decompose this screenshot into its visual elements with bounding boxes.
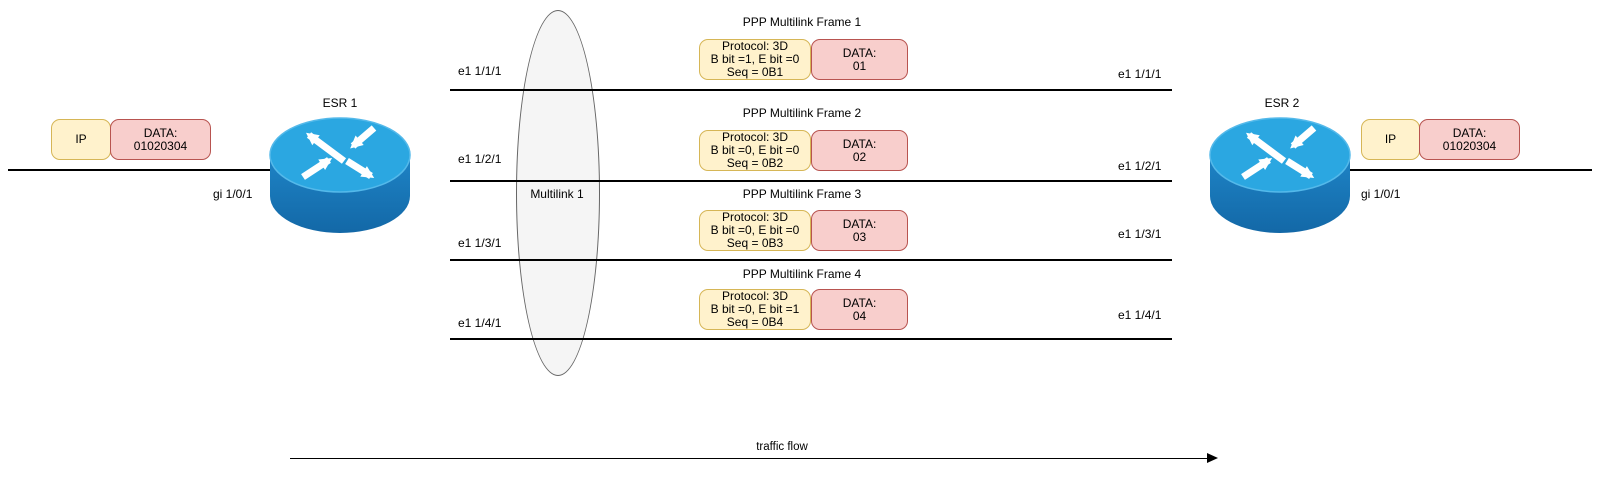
frame-1-data-value: 01 [852,58,867,73]
data-box-right: DATA: 01020304 [1419,119,1520,160]
gi-link-line-right [1350,169,1592,171]
frame-3-data-box: DATA: 03 [811,210,908,251]
esr1-router-icon [269,117,411,233]
frame-3-protocol-box: Protocol: 3D B bit =0, E bit =0 Seq = 0B… [699,210,811,251]
esr2-router-icon [1209,117,1351,233]
frame-2-protocol-box: Protocol: 3D B bit =0, E bit =0 Seq = 0B… [699,130,811,171]
frame-4-data-box: DATA: 04 [811,289,908,330]
frame-1-title: PPP Multilink Frame 1 [742,15,862,29]
multilink-label: Multilink 1 [530,187,584,201]
frame-1-data-box: DATA: 01 [811,39,908,80]
frame-2-data-value: 02 [852,149,867,164]
gi-interface-label-left: gi 1/0/1 [213,187,253,201]
frame-4-data-label: DATA: [842,295,877,310]
ip-box-right: IP [1361,119,1420,160]
frame-3-data-label: DATA: [842,216,877,231]
frame-4-title: PPP Multilink Frame 4 [742,267,862,281]
frame-2-protocol-line-3: Seq = 0B2 [726,156,784,170]
data-box-left: DATA: 01020304 [110,119,211,160]
port-label-right-3: e1 1/3/1 [1118,227,1162,241]
port-label-left-1: e1 1/1/1 [458,64,502,78]
port-label-left-3: e1 1/3/1 [458,236,502,250]
port-label-right-4: e1 1/4/1 [1118,308,1162,322]
ip-box-left: IP [51,119,111,160]
traffic-flow-label: traffic flow [756,441,808,453]
traffic-flow-arrow-line [290,458,1207,460]
frame-3-data-value: 03 [852,229,867,244]
ip-label-left: IP [75,132,87,146]
frame-4-data-value: 04 [852,308,867,323]
frame-4-protocol-line-3: Seq = 0B4 [726,315,784,329]
esr1-label: ESR 1 [322,96,358,110]
multilink-line-3 [450,259,1172,261]
frame-1-protocol-line-3: Seq = 0B1 [726,65,784,79]
frame-2-title: PPP Multilink Frame 2 [742,106,862,120]
frame-2-protocol-line-1: Protocol: 3D [721,130,789,144]
data-label-right: DATA: [1452,125,1487,140]
port-label-left-4: e1 1/4/1 [458,316,502,330]
gi-link-line-left [8,169,270,171]
data-value-right: 01020304 [1442,138,1497,153]
frame-2-protocol-line-2: B bit =0, E bit =0 [710,143,800,157]
frame-1-protocol-line-2: B bit =1, E bit =0 [710,52,800,66]
gi-interface-label-right: gi 1/0/1 [1361,187,1401,201]
frame-1-data-label: DATA: [842,45,877,60]
multilink-line-4 [450,338,1172,340]
traffic-flow-arrowhead-icon [1207,453,1218,463]
frame-4-protocol-line-2: B bit =0, E bit =1 [710,302,800,316]
esr2-label: ESR 2 [1264,96,1300,110]
frame-3-protocol-line-3: Seq = 0B3 [726,236,784,250]
port-label-right-1: e1 1/1/1 [1118,67,1162,81]
frame-2-data-label: DATA: [842,136,877,151]
port-label-left-2: e1 1/2/1 [458,152,502,166]
frame-1-protocol-box: Protocol: 3D B bit =1, E bit =0 Seq = 0B… [699,39,811,80]
frame-4-protocol-box: Protocol: 3D B bit =0, E bit =1 Seq = 0B… [699,289,811,330]
frame-3-protocol-line-1: Protocol: 3D [721,210,789,224]
frame-3-title: PPP Multilink Frame 3 [742,187,862,201]
frame-1-protocol-line-1: Protocol: 3D [721,39,789,53]
frame-2-data-box: DATA: 02 [811,130,908,171]
multilink-line-1 [450,89,1172,91]
data-label-left: DATA: [143,125,178,140]
frame-3-protocol-line-2: B bit =0, E bit =0 [710,223,800,237]
multilink-bundle-ellipse [516,10,600,376]
data-value-left: 01020304 [133,138,188,153]
frame-4-protocol-line-1: Protocol: 3D [721,289,789,303]
port-label-right-2: e1 1/2/1 [1118,159,1162,173]
ip-label-right: IP [1384,132,1397,146]
multilink-line-2 [450,180,1172,182]
